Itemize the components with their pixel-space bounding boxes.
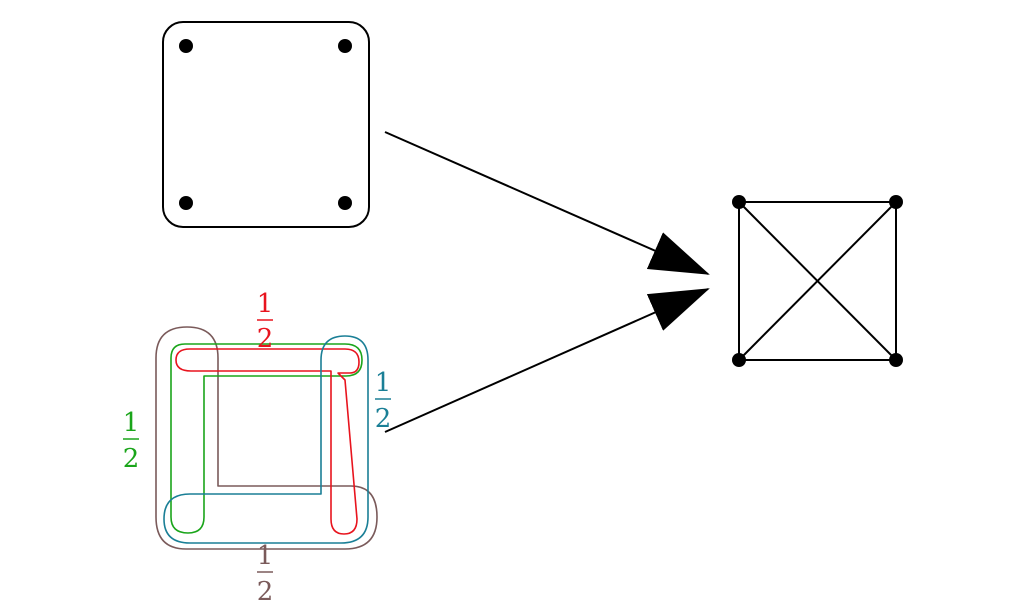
fraction-numerator: 1: [257, 289, 274, 319]
hyperedge-teal: [163, 335, 369, 544]
hyperedge-brown: [155, 326, 378, 550]
fraction-numerator: 1: [123, 408, 140, 438]
hyperedge-box: [162, 21, 370, 228]
arrow-bottom: [384, 288, 710, 433]
hyperedge-red: [175, 348, 360, 535]
fraction-numerator: 1: [257, 541, 274, 571]
complete-graph-k4: [732, 195, 903, 367]
fraction-numerator: 1: [375, 368, 392, 398]
vertex-top-right: [338, 39, 352, 53]
edge-diagonal-2: [738, 201, 897, 361]
weight-label-red: 1 2: [257, 289, 274, 354]
k4-vertex-bottom-left: [732, 353, 746, 367]
k4-vertex-top-left: [732, 195, 746, 209]
k4-vertex-top-right: [889, 195, 903, 209]
vertex-top-left: [179, 39, 193, 53]
single-hyperedge-panel: [162, 21, 370, 228]
weight-label-brown: 1 2: [257, 541, 274, 607]
fraction-denominator: 2: [257, 577, 274, 607]
hyperedge-green: [170, 343, 363, 534]
weight-label-teal: 1 2: [375, 368, 392, 434]
fraction-denominator: 2: [123, 444, 140, 474]
k4-vertex-bottom-right: [889, 353, 903, 367]
vertex-bottom-right: [338, 196, 352, 210]
arrow-top: [384, 131, 710, 275]
vertex-bottom-left: [179, 196, 193, 210]
weighted-hyperedges-panel: [155, 326, 378, 550]
weight-label-green: 1 2: [123, 408, 140, 474]
fraction-denominator: 2: [375, 404, 392, 434]
fraction-denominator: 2: [257, 324, 274, 354]
